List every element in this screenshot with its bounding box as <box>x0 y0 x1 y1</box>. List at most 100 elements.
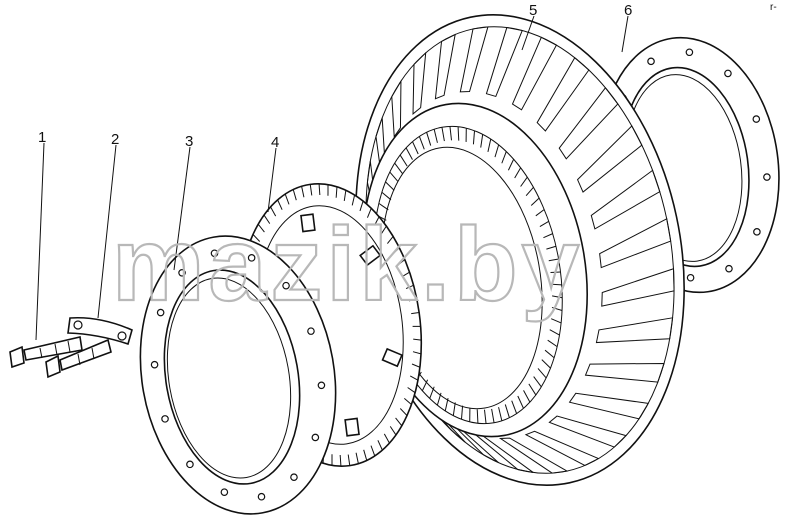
gear-tooth <box>418 136 425 150</box>
lock-plate <box>67 316 133 346</box>
callout-6: 6 <box>624 2 632 19</box>
bolt-hole <box>752 115 761 123</box>
gear-tooth <box>514 167 522 179</box>
gear-tooth <box>378 202 389 211</box>
gear-tooth <box>548 258 559 262</box>
gear-tooth <box>292 189 297 201</box>
gear-tooth <box>339 454 342 467</box>
gear-tooth <box>370 445 376 457</box>
hub-vane <box>599 218 672 269</box>
gear-tooth <box>530 197 540 206</box>
bolt-hole <box>290 473 298 482</box>
gear-tooth <box>551 306 563 311</box>
bolt-hole <box>724 69 732 78</box>
hub-vane <box>584 362 665 383</box>
gear-tooth <box>377 440 383 451</box>
gear-tooth <box>270 206 277 217</box>
callout-3: 3 <box>185 133 193 150</box>
hub-vane <box>391 79 402 139</box>
gear-tooth <box>309 184 313 196</box>
gear-tooth <box>284 193 290 205</box>
gear-tooth <box>476 409 479 424</box>
bolt-hole <box>186 460 194 469</box>
gear-tooth <box>441 127 445 142</box>
hub-vane <box>601 268 675 307</box>
gear-tooth <box>412 351 422 355</box>
gear-tooth <box>411 363 421 368</box>
bolt-hole <box>156 308 165 317</box>
gear-tooth <box>252 234 261 242</box>
gear-tooth <box>421 379 429 391</box>
gear-tooth <box>541 359 551 369</box>
callout-1: 1 <box>38 129 46 146</box>
bolt-hole <box>161 415 169 423</box>
gear-tooth <box>394 162 403 174</box>
gear-tooth <box>395 417 403 427</box>
gear-tooth <box>257 223 265 233</box>
gear-tooth <box>399 408 408 416</box>
gear-tooth <box>517 395 524 409</box>
hub-vane <box>511 36 558 111</box>
carrier-lug <box>381 347 403 368</box>
gear-tooth <box>392 247 400 255</box>
carrier-lug <box>359 244 382 267</box>
bolt-hole <box>307 327 315 335</box>
gear-tooth <box>550 318 562 324</box>
gear-tooth <box>413 338 422 341</box>
hub-vane <box>498 437 569 474</box>
gear-tooth <box>402 271 410 277</box>
gear-tooth <box>359 200 364 212</box>
gear-tooth <box>460 405 464 420</box>
bolt-hole <box>725 264 733 273</box>
bolt-hole <box>647 57 655 66</box>
gear-tooth <box>552 295 563 299</box>
gear-tooth <box>397 259 406 266</box>
gear-tooth <box>381 191 392 201</box>
callout-2: 2 <box>111 131 119 148</box>
callout-5: 5 <box>529 2 537 19</box>
gear-tooth <box>525 186 534 197</box>
carrier-lug <box>344 417 360 437</box>
bolt-hole <box>210 249 219 258</box>
hub-vane <box>412 51 427 116</box>
gear-tooth <box>511 400 518 414</box>
gear-tooth <box>483 409 487 424</box>
gear-tooth <box>405 147 413 160</box>
gear-tooth <box>355 452 359 464</box>
gear-tooth <box>520 176 528 187</box>
gear-tooth <box>385 181 395 191</box>
gear-tooth <box>452 402 456 416</box>
gear-tooth <box>504 404 510 418</box>
gear-tooth <box>449 126 453 141</box>
gear-tooth <box>426 132 432 146</box>
bolt-upper <box>9 336 83 369</box>
gear-tooth <box>551 283 562 286</box>
gear-tooth <box>429 386 435 399</box>
gear-tooth <box>389 171 399 182</box>
bolt-hole <box>150 360 159 369</box>
gear-tooth <box>405 284 414 289</box>
hub-vane <box>536 56 590 132</box>
gear-tooth <box>347 454 351 466</box>
gear-tooth <box>409 375 419 381</box>
gear-tooth <box>277 199 283 210</box>
gear-tooth <box>549 329 560 336</box>
gear-tooth <box>546 245 557 250</box>
gear-tooth <box>380 225 387 235</box>
gear-tooth <box>403 397 412 405</box>
bolt-hole <box>685 48 694 57</box>
gear-tooth <box>408 298 417 302</box>
bolt-hole <box>178 268 186 277</box>
bolt-hole <box>220 488 229 496</box>
carrier-lug <box>300 213 316 233</box>
gear-tooth <box>472 130 476 145</box>
gear-tooth <box>507 159 515 171</box>
corner-mark: r- <box>770 2 777 13</box>
gear-tooth <box>550 271 561 273</box>
bolt-hole <box>753 228 761 236</box>
gear-tooth <box>523 390 531 403</box>
bolt-lower <box>45 338 112 379</box>
gear-tooth <box>491 408 495 423</box>
hub-vane <box>576 125 643 193</box>
gear-tooth <box>539 220 550 228</box>
